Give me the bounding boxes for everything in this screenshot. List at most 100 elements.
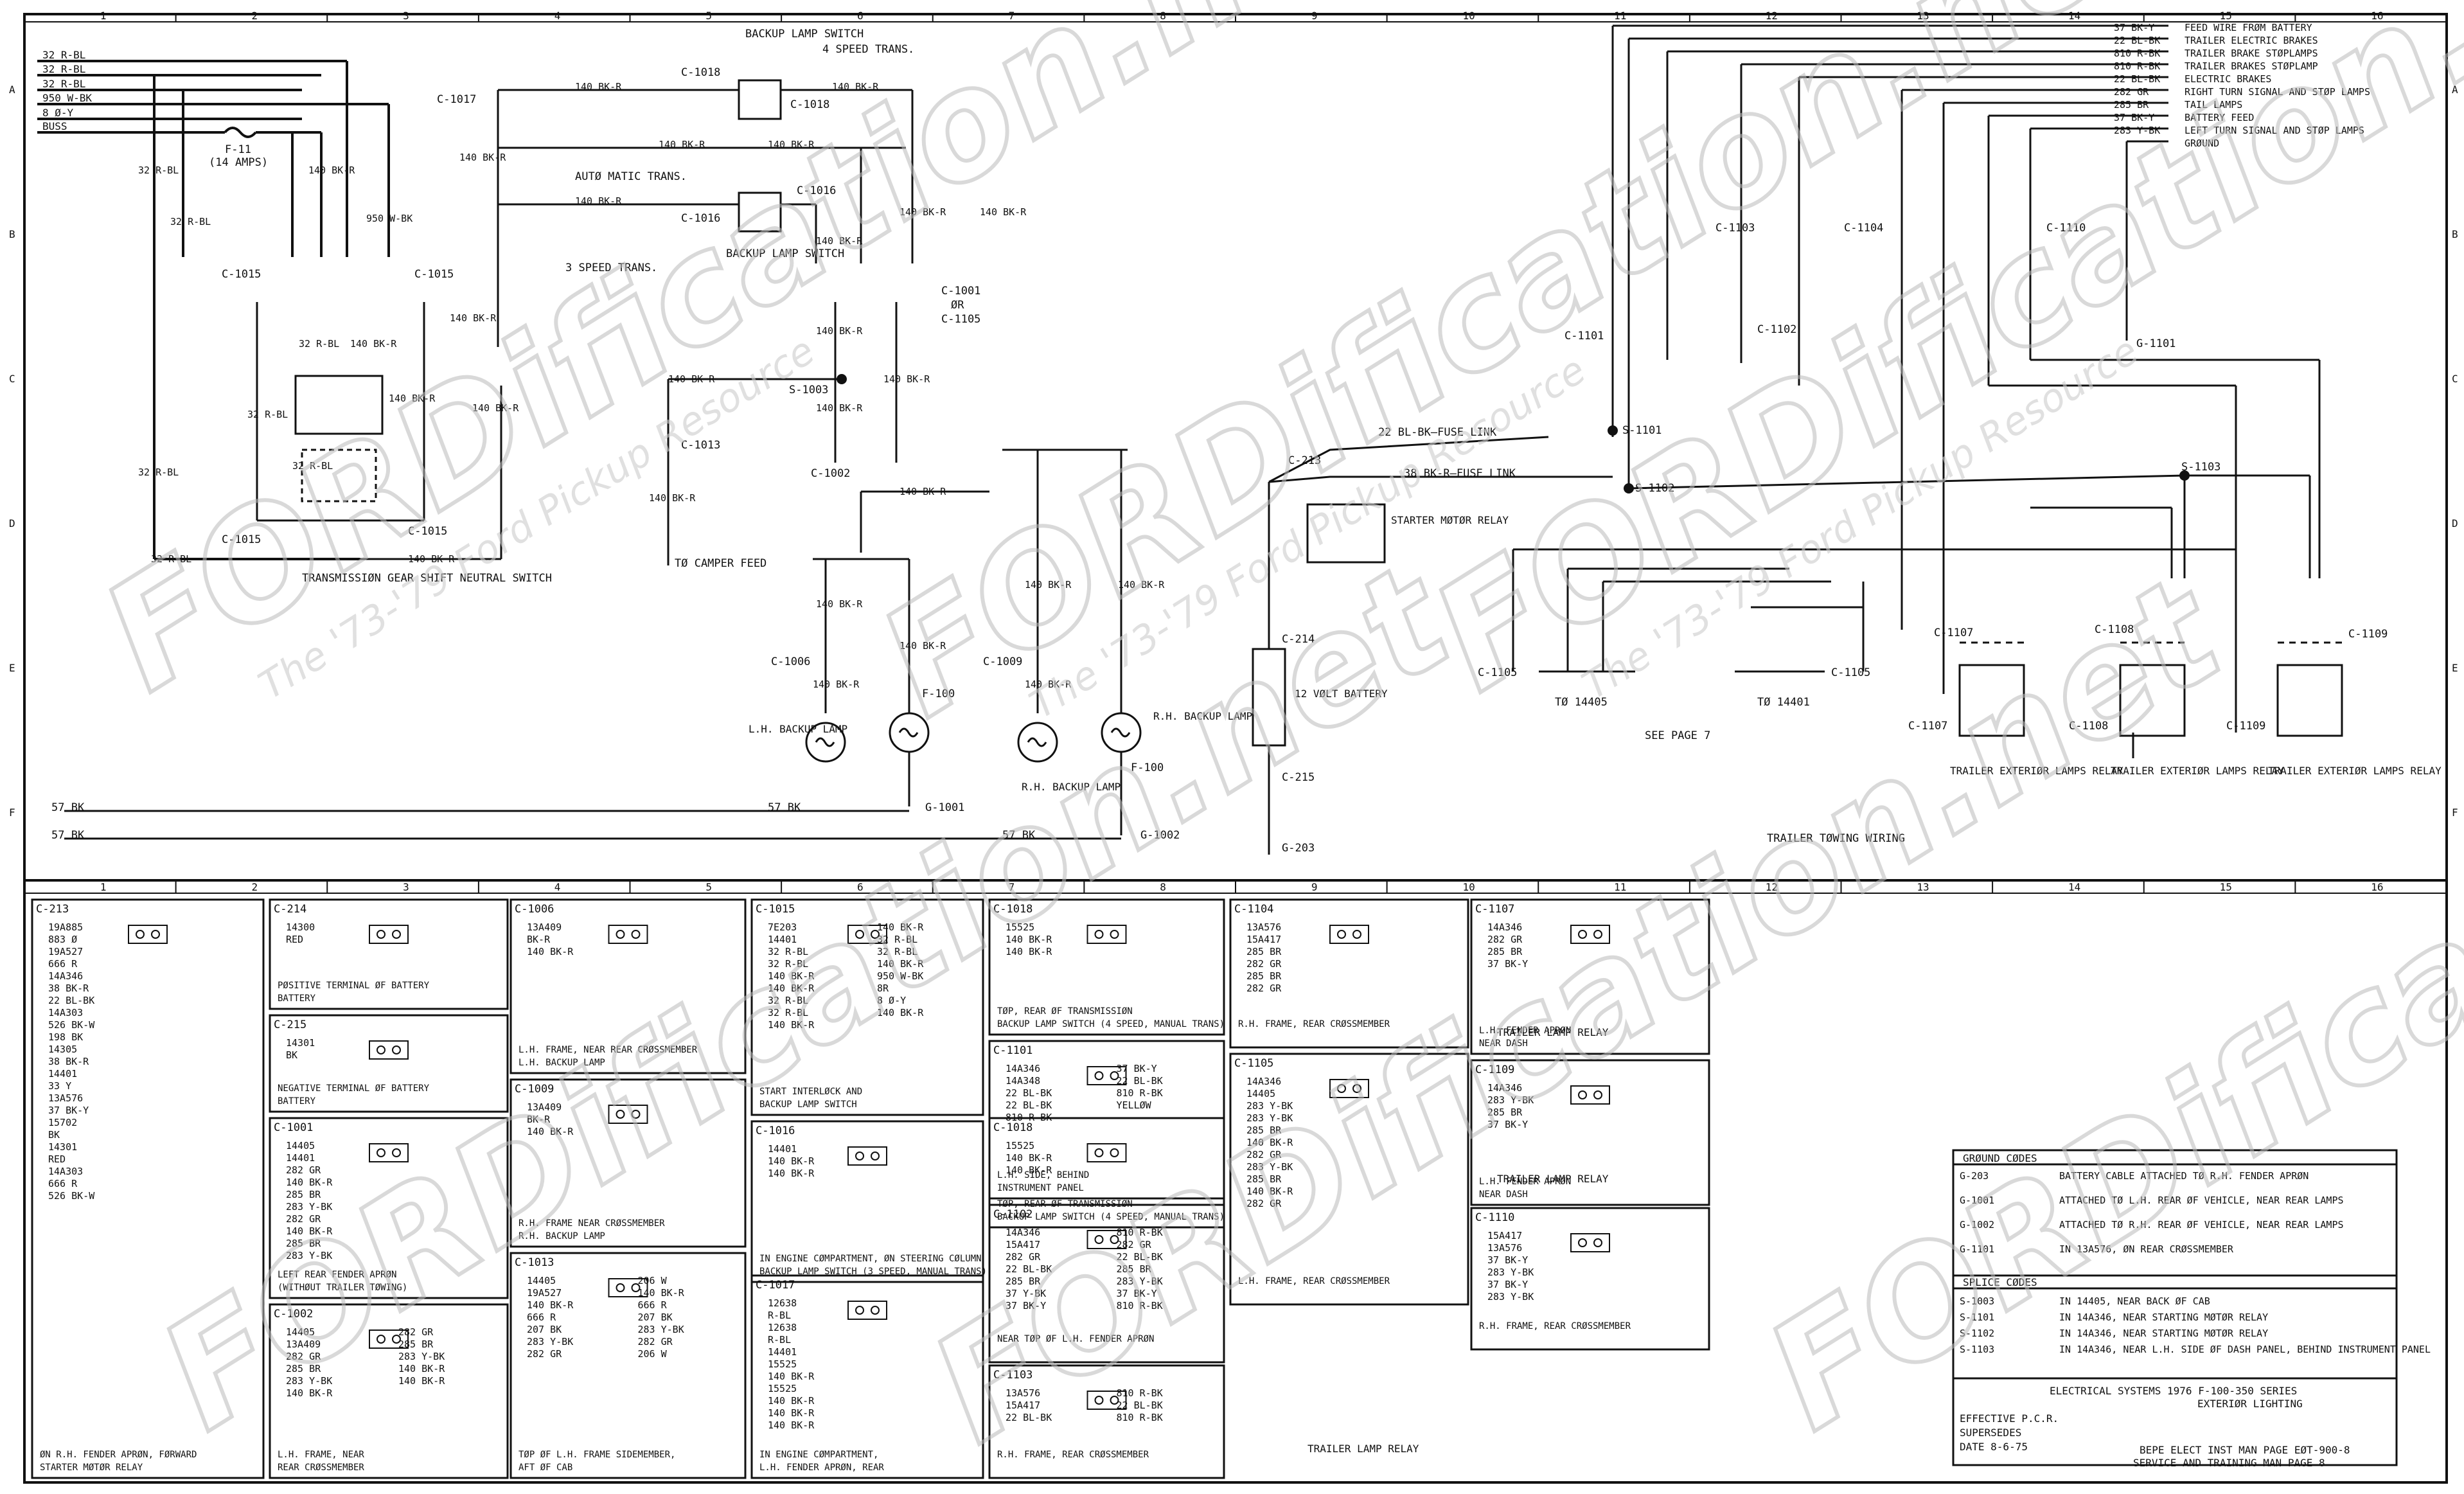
wire-label: 140 BK-R xyxy=(459,152,506,163)
panel-line: 13A576 xyxy=(1006,1387,1040,1399)
wire-label: 140 BK-R xyxy=(308,165,355,176)
panel-line: 14A346 xyxy=(1006,1063,1040,1074)
grid-column-label: 9 xyxy=(1311,10,1318,22)
grid-column-label: 8 xyxy=(1160,881,1166,893)
panel-line: 140 BK-R xyxy=(398,1363,445,1374)
connector-pin xyxy=(871,1152,880,1161)
grid-row-label: D xyxy=(2452,517,2458,529)
connector-pin xyxy=(151,930,160,939)
to-14401-label: TØ 14401 xyxy=(1757,696,1810,709)
panel-line: 15A417 xyxy=(1487,1230,1522,1241)
legend-desc: BATTERY FEED xyxy=(2185,112,2254,123)
connector-pin xyxy=(855,1152,864,1161)
grid-row-label: C xyxy=(9,373,15,385)
panel-frame xyxy=(269,1303,509,1479)
c213-label: C-213 xyxy=(1288,454,1321,467)
connector-body xyxy=(369,1329,409,1349)
c1107-label: C-1107 xyxy=(1934,627,1973,639)
panel-line: 13A409 xyxy=(527,921,562,933)
legend-wire: 37 BK-Y xyxy=(2114,22,2154,33)
panel-line: 282 GR xyxy=(1487,934,1523,945)
panel-line: 285 BR xyxy=(1487,1107,1523,1118)
legend-wire: 283 Y-BK xyxy=(2114,125,2160,136)
c1016-label: C-1016 xyxy=(797,184,836,197)
panel-line: 37 BK-Y xyxy=(1006,1300,1046,1312)
panel-line: 283 Y-BK xyxy=(1487,1291,1534,1303)
panel-line: 140 BK-R xyxy=(768,1371,815,1382)
panel-line: 15A417 xyxy=(1246,934,1281,945)
panel-line: 140 BK-R xyxy=(1006,946,1052,957)
panel-line: 22 BL-BK xyxy=(1117,1075,1163,1087)
backup-lamps xyxy=(64,712,1142,840)
panel-line: R-BL xyxy=(768,1334,791,1346)
g1002-label: G-1002 xyxy=(1140,829,1180,842)
panel-line: 883 Ø xyxy=(48,934,77,945)
fuse-rating: (14 AMPS) xyxy=(209,156,268,169)
panel-line: 140 BK-R xyxy=(768,1407,815,1419)
panel-frame xyxy=(988,1204,1225,1364)
left-feed-wires xyxy=(37,60,390,560)
connector-body xyxy=(608,1105,648,1124)
wire-label: 140 BK-R xyxy=(350,338,397,350)
grid-row-label: D xyxy=(9,517,15,529)
panel-line: 15A417 xyxy=(1006,1239,1040,1250)
wire-label-140: 140 BK-R xyxy=(575,81,622,93)
panel-note-2: BACKUP LAMP SWITCH xyxy=(759,1099,857,1110)
grid-column-label: 13 xyxy=(1917,881,1929,893)
legend-wire: 282 GR xyxy=(2114,86,2149,98)
grid-column-label: 7 xyxy=(1009,881,1015,893)
legend-wire: 810 R-BK xyxy=(2114,60,2160,72)
panel-line: 283 Y-BK xyxy=(286,1375,332,1387)
panel-frame xyxy=(1470,1059,1710,1206)
connector-pin xyxy=(1094,930,1104,939)
panel-line: 140 BK-R xyxy=(768,970,815,982)
s1102-label: S-1102 xyxy=(1635,482,1674,495)
wire-label-140: 140 BK-R xyxy=(900,206,946,218)
splice-codes-title: SPLICE CØDES xyxy=(1963,1276,2037,1288)
panel-frame xyxy=(988,1040,1225,1200)
panel-note-2: BACKUP LAMP SWITCH (3 SPEED, MANUAL TRAN… xyxy=(759,1267,987,1277)
grid-column-label: 15 xyxy=(2220,10,2232,22)
connector-pin xyxy=(377,1045,386,1054)
c1015-label-1: C-1015 xyxy=(222,268,261,281)
panel-line: 14305 xyxy=(48,1044,77,1055)
panel-line: 810 R-BK xyxy=(1117,1412,1163,1423)
panel-note-2: R.H. BACKUP LAMP xyxy=(519,1231,605,1241)
connector-pin xyxy=(1094,1235,1104,1244)
feed-wire-label: BUSS xyxy=(42,120,67,132)
panel-line: 810 R-BK xyxy=(1117,1387,1163,1399)
title-block-effective: EFFECTIVE P.C.R. xyxy=(1960,1412,2059,1425)
panel-line: 14301 xyxy=(286,1037,315,1049)
panel-line: 13A576 xyxy=(1487,1242,1522,1254)
panel-line: 14A346 xyxy=(1006,1227,1040,1238)
panel-line: 15525 xyxy=(768,1358,797,1370)
grid-column-label: 1 xyxy=(100,10,107,22)
c1001-label: C-1001 xyxy=(941,285,980,298)
starter-relay-label: STARTER MØTØR RELAY xyxy=(1391,514,1509,526)
legend-desc: RIGHT TURN SIGNAL AND STØP LAMPS xyxy=(2185,86,2370,98)
battery-label: 12 VØLT BATTERY xyxy=(1295,688,1388,700)
panel-line: 283 Y-BK xyxy=(286,1201,332,1213)
panel-line: 37 BK-Y xyxy=(1117,1288,1157,1299)
panel-line: 950 W-BK xyxy=(877,970,923,982)
trailer-relay-3: TRAILER EXTERIØR LAMPS RELAY xyxy=(2268,765,2442,777)
ground-57bk-3: 57 BK xyxy=(768,801,801,814)
panel-line: 282 GR xyxy=(1006,1251,1041,1263)
panel-frame xyxy=(988,1364,1225,1479)
panel-line: 32 R-BL xyxy=(877,946,917,957)
c1109-label-2: C-1109 xyxy=(2226,720,2265,733)
rh-backup-lamp-label-2: R.H. BACKUP LAMP xyxy=(1153,710,1252,722)
panel-frame xyxy=(510,1078,747,1248)
connector-pin xyxy=(392,1335,401,1344)
splice-desc: IN 14A346, NEAR STARTING MØTØR RELAY xyxy=(2059,1312,2268,1323)
grid-row-label: B xyxy=(2452,228,2458,240)
c214-label: C-214 xyxy=(1282,633,1315,646)
connector-pin xyxy=(616,1110,625,1119)
panel-note: IN ENGINE CØMPARTMENT, xyxy=(759,1450,878,1460)
panel-line: 140 BK-R xyxy=(1006,1164,1052,1176)
ground-desc: ATTACHED TØ R.H. REAR ØF VEHICLE, NEAR R… xyxy=(2059,1219,2344,1231)
panel-line: 282 GR xyxy=(1246,1149,1282,1161)
panel-line: 283 Y-BK xyxy=(1487,1267,1534,1278)
panel-id: C-1016 xyxy=(756,1125,795,1137)
